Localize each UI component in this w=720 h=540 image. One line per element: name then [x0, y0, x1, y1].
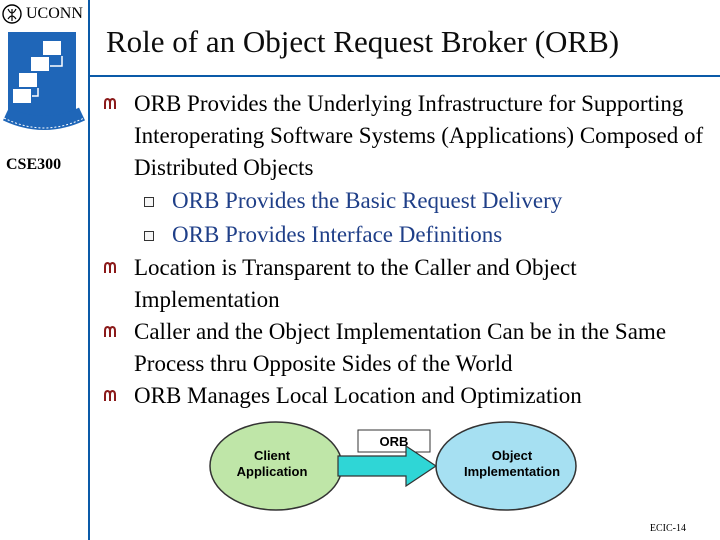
- bullet-text: Location is Transparent to the Caller an…: [134, 255, 577, 312]
- course-code: CSE300: [6, 156, 62, 173]
- uconn-header: UCONN: [2, 3, 83, 25]
- orb-label-box: [357, 429, 431, 453]
- sub-bullet-item: ORB Provides the Basic Request Delivery: [100, 184, 715, 218]
- title-divider: [90, 75, 720, 77]
- uconn-seal-icon: [2, 4, 22, 24]
- bullet-item: Location is Transparent to the Caller an…: [100, 252, 715, 316]
- uconn-label: UCONN: [26, 5, 83, 22]
- bullet-text: ORB Provides the Underlying Infrastructu…: [134, 91, 704, 180]
- orb-label: ORB: [380, 434, 409, 449]
- bullet-marker-icon: [104, 262, 116, 273]
- client-label: Client: [254, 448, 291, 463]
- checkbox-bullet-icon: [144, 197, 154, 207]
- bullet-marker-icon: [104, 390, 116, 401]
- sub-bullet-text: ORB Provides Interface Definitions: [172, 222, 503, 247]
- sub-bullet-text: ORB Provides the Basic Request Delivery: [172, 188, 563, 213]
- sub-bullet-item: ORB Provides Interface Definitions: [100, 218, 715, 252]
- slide-footer-code: ECIC-14: [649, 523, 686, 534]
- application-label: Application: [237, 464, 308, 479]
- checkbox-bullet-icon: [144, 231, 154, 241]
- object-label: Object: [492, 448, 533, 463]
- sidebar-divider: [88, 0, 90, 540]
- slide-title: Role of an Object Request Broker (ORB): [106, 24, 620, 59]
- computer-science-logo-icon: [3, 32, 85, 130]
- sidebar: UCONN CSE300: [0, 0, 88, 540]
- bullet-marker-icon: [104, 98, 116, 109]
- bullet-text: ORB Manages Local Location and Optimizat…: [134, 383, 582, 408]
- bullet-text: Caller and the Object Implementation Can…: [134, 319, 667, 376]
- bullet-list: ORB Provides the Underlying Infrastructu…: [100, 88, 715, 412]
- orb-diagram: ORB Client Application Object Implementa…: [209, 421, 577, 511]
- bullet-item: ORB Manages Local Location and Optimizat…: [100, 380, 715, 412]
- bullet-item: ORB Provides the Underlying Infrastructu…: [100, 88, 715, 184]
- bullet-marker-icon: [104, 326, 116, 337]
- orb-arrow: [337, 444, 438, 488]
- bullet-item: Caller and the Object Implementation Can…: [100, 316, 715, 380]
- implementation-label: Implementation: [464, 464, 560, 479]
